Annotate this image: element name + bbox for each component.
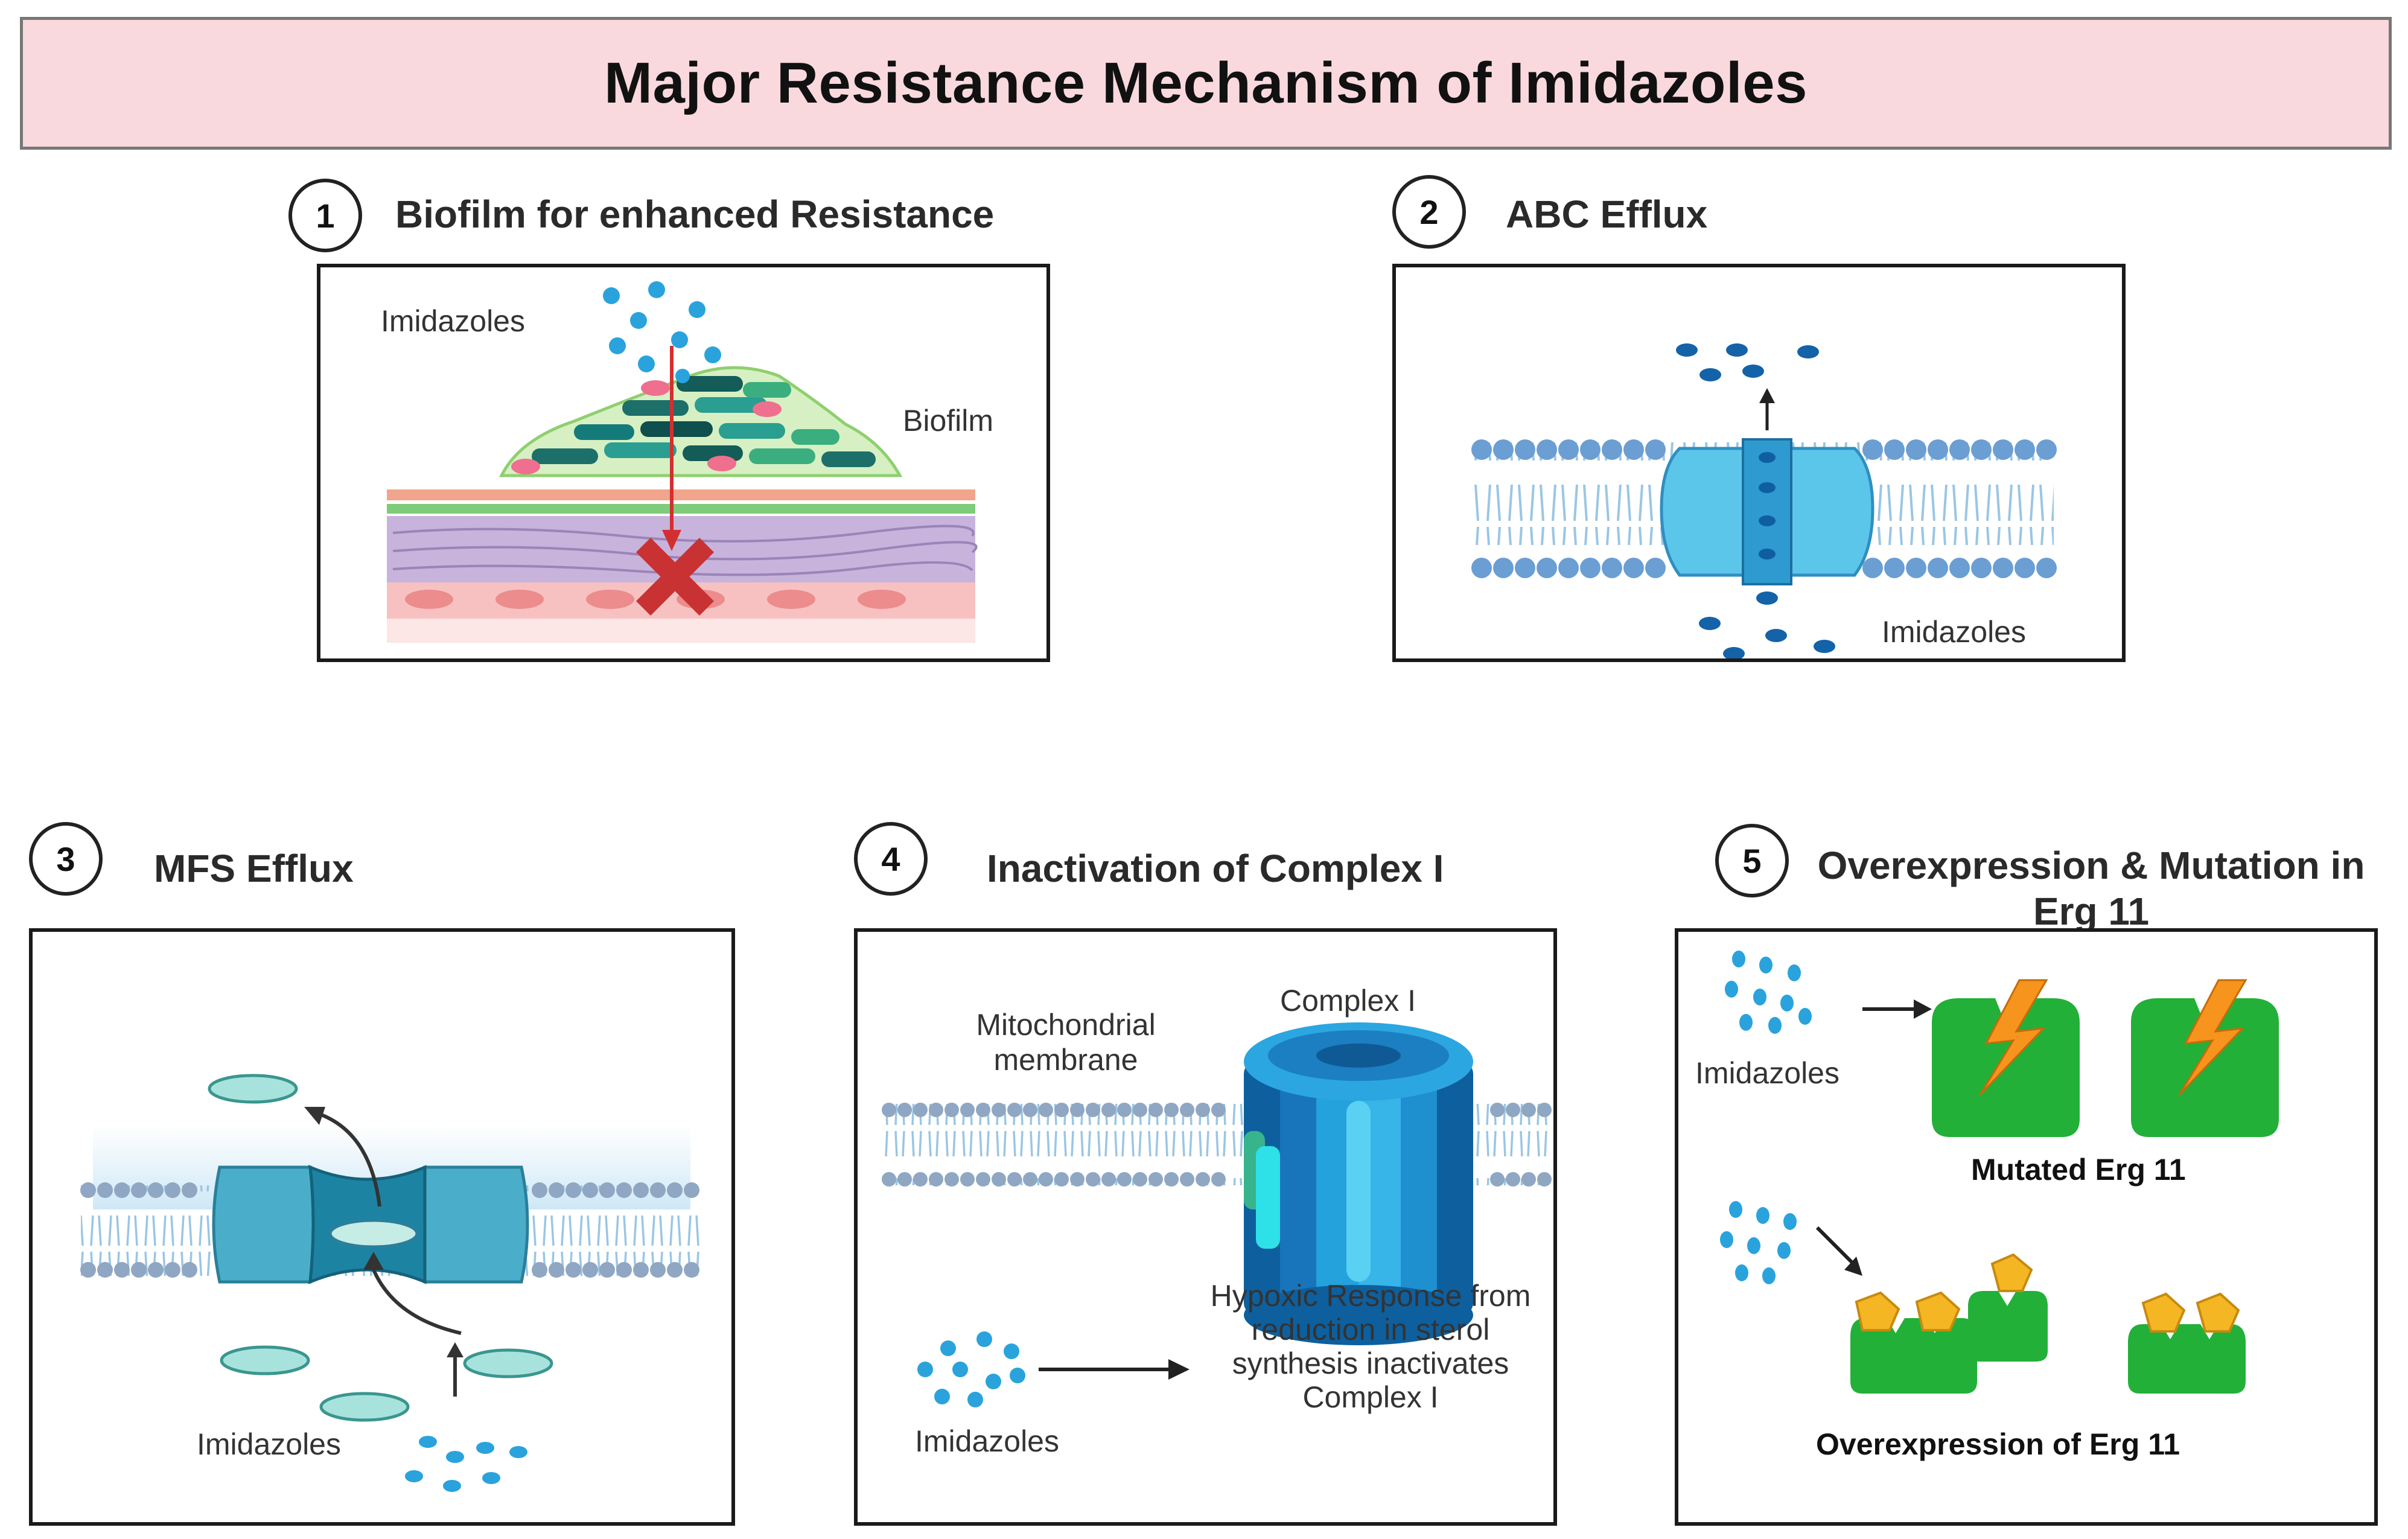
lipid-heads <box>80 1182 699 1278</box>
skin-outer-layer <box>387 489 975 500</box>
imidazole-molecules <box>603 281 721 383</box>
page-title: Major Resistance Mechanism of Imidazoles <box>604 51 1808 115</box>
imidazole-molecules <box>405 1436 527 1492</box>
membrane-label-line2: membrane <box>993 1043 1138 1077</box>
panel-3-mfs-efflux: Imidazoles <box>29 928 735 1526</box>
response-line3: synthesis inactivates <box>1232 1346 1509 1380</box>
blocked-x-icon <box>635 537 715 616</box>
abc-efflux-illustration <box>1471 343 2057 658</box>
membrane-label-line1: Mitochondrial <box>976 1008 1156 1042</box>
bound-imidazole <box>328 1219 419 1249</box>
response-line4: Complex I <box>1302 1380 1439 1414</box>
imidazole-ovals <box>208 1074 553 1422</box>
pentagon-icon <box>1855 1253 2240 1333</box>
mucus-layer <box>387 504 975 514</box>
mfs-right-domain <box>420 1165 529 1284</box>
complex-i-label: Complex I <box>1280 984 1416 1018</box>
response-line2: reduction in sterol <box>1251 1313 1490 1346</box>
overexpression-erg11-label: Overexpression of Erg 11 <box>1816 1427 2180 1461</box>
biofilm-label: Biofilm <box>903 404 994 438</box>
lipid-heads <box>882 1103 1552 1187</box>
drug-label: Imidazoles <box>1695 1056 1839 1090</box>
imidazole-molecules-top <box>1725 951 1812 1034</box>
step-number-2: 2 <box>1392 175 1466 249</box>
lipid-heads <box>1471 439 2057 578</box>
biofilm-illustration <box>387 281 978 643</box>
drug-label: Imidazoles <box>1882 615 2026 649</box>
mfs-left-domain <box>212 1165 315 1284</box>
erg11-illustration <box>1720 951 2279 1394</box>
panel-5-heading: Overexpression & Mutation in Erg 11 <box>1795 843 2387 934</box>
lightning-icon <box>1979 979 2247 1096</box>
response-line1: Hypoxic Response from <box>1210 1279 1531 1313</box>
abc-channel <box>1742 438 1792 585</box>
panel-5-heading-line2: Erg 11 <box>2033 890 2150 933</box>
imidazole-molecules <box>917 1331 1025 1407</box>
panel-1-biofilm: Imidazoles Biofilm <box>317 264 1050 662</box>
mutated-erg11-protein <box>1932 998 2279 1137</box>
drug-label: Imidazoles <box>381 304 525 338</box>
panel-4-complex-i: Mitochondrial membrane Complex I Imidazo… <box>854 928 1557 1526</box>
mitochondrial-membrane-label: Mitochondrial membrane <box>963 1007 1168 1077</box>
complex-i-protein <box>1244 1022 1473 1345</box>
drug-label: Imidazoles <box>915 1424 1059 1458</box>
panel-5-erg11: Imidazoles Mutated Erg 11 Overexpression… <box>1675 928 2378 1526</box>
complex-i-illustration <box>882 1022 1553 1407</box>
expelled-imidazoles <box>1676 343 1835 658</box>
panel-3-heading: MFS Efflux <box>154 847 354 890</box>
biofilm-cells <box>511 376 876 474</box>
step-number-4: 4 <box>854 822 928 896</box>
title-banner: Major Resistance Mechanism of Imidazoles <box>20 17 2392 150</box>
hypoxic-response-label: Hypoxic Response from reduction in stero… <box>1196 1279 1546 1414</box>
panel-5-heading-line1: Overexpression & Mutation in <box>1817 844 2365 887</box>
step-number-1: 1 <box>288 179 362 252</box>
panel-2-abc-efflux: Imidazoles <box>1392 264 2126 662</box>
panel-2-heading: ABC Efflux <box>1506 193 1708 236</box>
panel-1-heading: Biofilm for enhanced Resistance <box>395 193 995 236</box>
mutated-erg11-label: Mutated Erg 11 <box>1971 1153 2186 1187</box>
step-number-3: 3 <box>29 822 103 896</box>
imidazole-molecules-bottom <box>1720 1201 1797 1284</box>
overexpressed-erg11-proteins <box>1850 1291 2246 1394</box>
drug-label: Imidazoles <box>197 1427 341 1461</box>
step-number-5: 5 <box>1715 824 1789 897</box>
mfs-efflux-illustration <box>80 1074 702 1492</box>
panel-4-heading: Inactivation of Complex I <box>987 847 1444 890</box>
